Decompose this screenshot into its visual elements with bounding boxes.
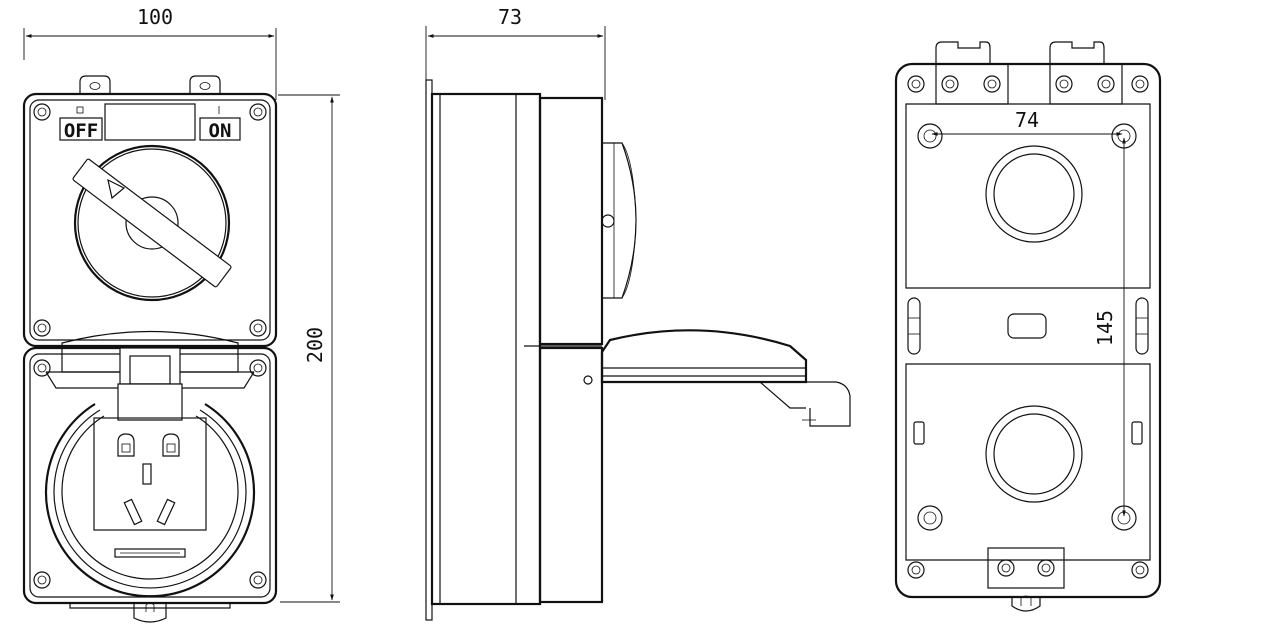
rotary-switch-knob [72, 144, 232, 302]
socket-pins-icon [117, 433, 180, 526]
mount-spacing-v-label: 145 [1093, 310, 1117, 346]
side-view: 73 [425, 5, 851, 621]
side-depth-dimension: 73 [425, 5, 606, 100]
front-width-label: 100 [137, 5, 173, 29]
svg-text:OFF: OFF [64, 120, 98, 142]
mount-spacing-h-label: 74 [1015, 108, 1039, 132]
side-depth-label: 73 [498, 5, 522, 29]
on-label: ON [199, 106, 241, 142]
svg-text:ON: ON [209, 120, 232, 142]
front-width-dimension: 100 [23, 5, 277, 100]
front-view: 100 200 OFF [22, 5, 340, 623]
mount-spacing-vertical-dimension: 145 [1093, 137, 1126, 517]
mount-spacing-horizontal-dimension: 74 [931, 108, 1123, 136]
back-view: 74 145 [894, 41, 1162, 612]
off-label: OFF [59, 106, 103, 142]
arrow-indicator-icon [107, 178, 126, 200]
height-label: 200 [303, 327, 327, 363]
height-dimension: 200 [278, 94, 340, 603]
screw-icon [33, 103, 267, 337]
